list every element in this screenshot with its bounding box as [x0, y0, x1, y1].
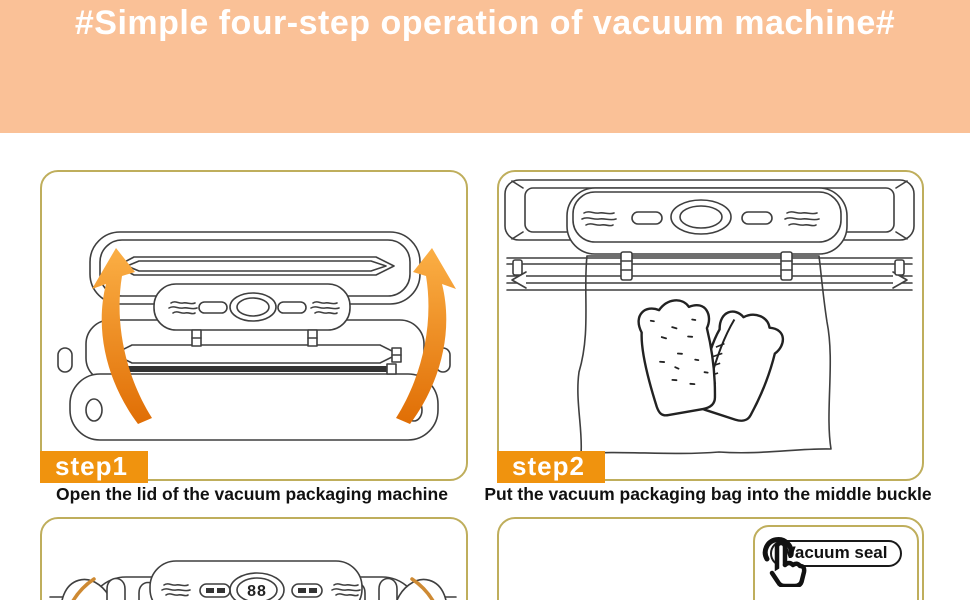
bread-slice-front: [637, 299, 717, 417]
open-arrow-right-icon: [396, 248, 456, 424]
rails: [506, 257, 913, 291]
step1-caption: Open the lid of the vacuum packaging mac…: [56, 484, 448, 504]
label-squiggle-left-icon: [161, 583, 191, 597]
label-squiggle-right-icon: [784, 211, 820, 227]
vacuum-seal-callout-box: Vacuum seal: [753, 525, 919, 600]
label-squiggle-left-icon: [168, 301, 198, 315]
step2-panel: step2: [497, 170, 924, 483]
bag-in-buckle-illustration: [504, 179, 915, 455]
center-seal-button: [229, 292, 277, 322]
header-banner: #Simple four-step operation of vacuum ma…: [0, 0, 970, 133]
page-title: #Simple four-step operation of vacuum ma…: [74, 4, 896, 42]
press-mark-left-icon: [71, 577, 96, 600]
gasket-clips: [191, 329, 402, 363]
step2-caption: Put the vacuum packaging bag into the mi…: [484, 484, 932, 504]
label-squiggle-right-icon: [310, 301, 340, 315]
step1-badge: step1: [40, 451, 148, 483]
pod-button-right: [741, 211, 773, 225]
open-arrow-left-icon: [92, 248, 152, 424]
step3-panel: 88: [40, 517, 468, 600]
digital-display: [229, 572, 285, 600]
display-readout: 88: [247, 583, 267, 600]
step4-panel: Vacuum seal: [497, 517, 924, 600]
vacuum-bag: [577, 255, 832, 455]
finger-press-icon: [762, 537, 807, 587]
pod-button-left: [631, 211, 663, 225]
press-mark-right-icon: [410, 577, 435, 600]
center-seal-button: [670, 199, 732, 235]
control-pod: 88: [149, 560, 363, 600]
hands-pressing-lid-illustration: 88: [49, 560, 457, 600]
machine-open-lid-illustration: [57, 231, 456, 441]
step1-panel: step1: [40, 170, 468, 483]
pod-button-right: [291, 583, 323, 598]
bag-buckle-clips: [620, 251, 793, 281]
vacuum-seal-button-label: Vacuum seal: [770, 540, 902, 567]
pod-button-left: [198, 301, 228, 314]
step2-badge: step2: [497, 451, 605, 483]
label-squiggle-left-icon: [581, 211, 617, 227]
pod-button-right: [277, 301, 307, 314]
control-pod: [566, 187, 848, 255]
label-squiggle-right-icon: [331, 583, 361, 597]
control-pod: [153, 283, 351, 331]
